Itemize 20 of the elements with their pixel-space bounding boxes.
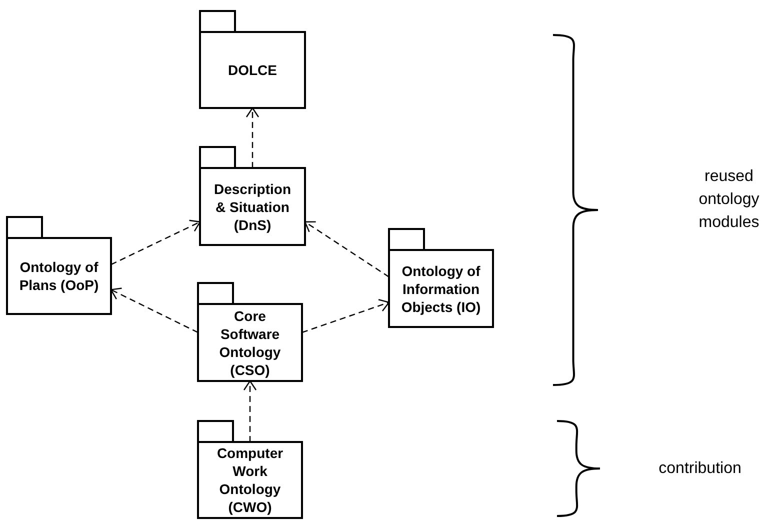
package-name: Computer Work Ontology (CWO)	[216, 444, 284, 516]
package-box	[198, 283, 302, 381]
package-box	[7, 217, 111, 314]
dependency-arrow	[110, 288, 198, 334]
brace-label: reused ontology modules	[698, 167, 760, 233]
package-name: Ontology of Information Objects (IO)	[400, 262, 482, 316]
package-name: Core Software Ontology (CSO)	[218, 306, 282, 378]
package-box	[200, 11, 305, 108]
dependency-arrow	[302, 299, 390, 334]
dependency-arrow	[243, 380, 257, 442]
package-name: Description & Situation (DnS)	[212, 180, 292, 234]
dependency-arrow	[304, 221, 390, 278]
package-box	[200, 147, 305, 245]
package-name: Ontology of Plans (OoP)	[18, 258, 100, 294]
package-box	[198, 421, 302, 518]
brace-label: contribution	[658, 459, 742, 479]
dependency-arrow	[246, 107, 260, 168]
package-name: DOLCE	[228, 61, 277, 79]
dependency-arrow	[110, 220, 201, 266]
package-box	[389, 229, 493, 327]
